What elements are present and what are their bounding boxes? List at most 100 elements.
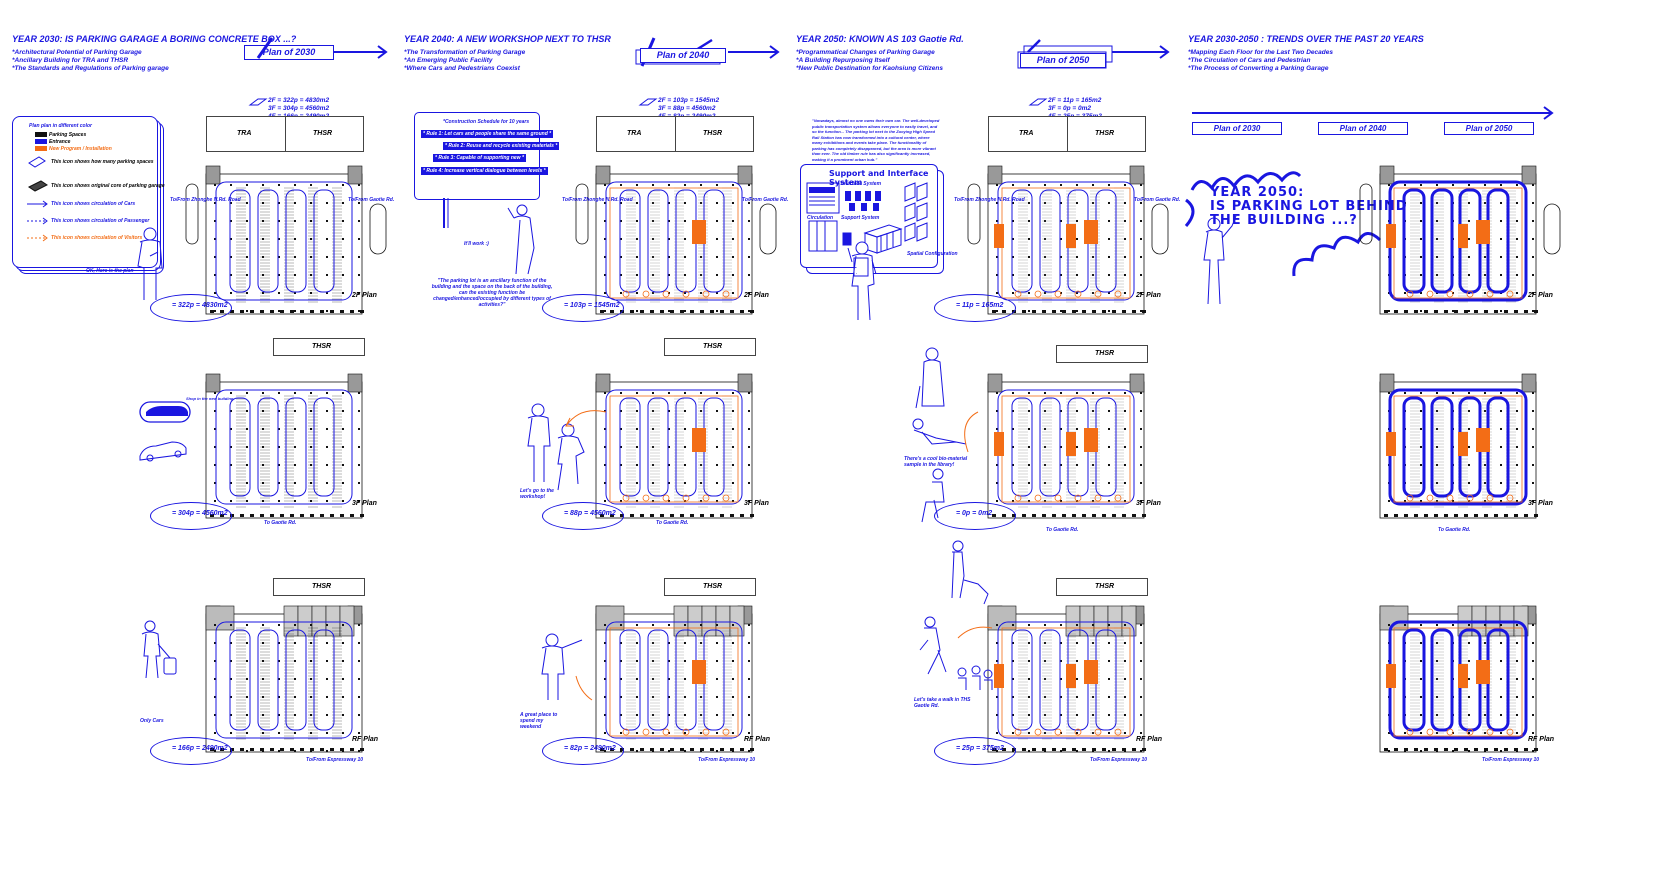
person-luggage-icon [141,620,177,679]
floor-plan-3f-3 [987,373,1146,519]
floor-stat: 2F = 103p = 1545m2 [658,97,720,104]
floor-stat: 3F = 0p = 0m2 [1048,105,1091,112]
legend-swatches-icon [27,132,48,242]
ellipse-stat: = 25p = 375m2 [956,745,1004,752]
caption-only-cars: Only Cars [140,718,164,724]
road-label: To/From Gaotie Rd. [742,197,789,203]
plan-label-3f: 3F Plan [1528,500,1553,507]
bullet: *Where Cars and Pedestrians Coexist [404,65,520,72]
support-sub: Spatial Configuration [907,251,958,257]
plan-label-rf: RF Plan [352,736,379,743]
trend-title-line: THE BUILDING ...? [1210,213,1358,228]
road-label: To Gaotie Rd. [264,520,297,526]
car-caption: Shop in the new building [186,396,234,401]
ellipse-stat: = 304p = 4560m2 [172,510,228,517]
trend-tag-2040: Plan of 2040 [1318,122,1408,135]
people-workshop-icon [527,403,607,491]
road-label: To/From Expressway 10 [1090,757,1148,763]
schedule-rule: * Rule 1: Let cars and people share the … [421,130,554,138]
station-label-thsr: THSR [703,343,723,350]
stat-ellipse [934,294,1016,322]
legend-caption: OK, Here is the plan [86,268,134,274]
header-bullets-2050: *Programmatical Changes of Parking Garag… [796,49,943,73]
floor-plan-rf-1 [205,605,364,753]
ellipse-stat: = 322p = 4830m2 [172,302,228,309]
station-label-thsr: THSR [312,343,332,350]
road-label: To/From Zhonghe N.Rd. Road [562,197,633,203]
support-sub: Interface System [841,181,882,187]
station-box: THSR [273,578,365,596]
road-label: To/From Zhonghe N.Rd. Road [170,197,241,203]
station-label-thsr: THSR [1095,130,1115,137]
ellipse-stat: = 82p = 2490m2 [564,745,616,752]
legend-item: Parking Spaces [49,132,87,138]
support-quote: "Nowadays, almost no one owns their own … [812,118,940,162]
station-label-thsr: THSR [312,583,332,590]
arrow-right-icon [256,37,388,59]
road-label: To Gaotie Rd. [1046,527,1079,533]
station-box: THSR [1056,578,1148,596]
floor-plan-3f-4 [1379,373,1538,519]
schedule-quote: "The parking lot is an ancillary functio… [431,278,553,308]
station-box: THSR [1056,345,1148,363]
header-bullets-trends: *Mapping Each Floor for the Last Two Dec… [1188,49,1333,73]
trend-title-line: YEAR 2050: [1210,185,1305,200]
stat-ellipse [934,502,1016,530]
floor-plan-3f-2 [595,373,754,519]
person-phone-icon [137,227,163,300]
legend-title: Plan plan in different color [29,123,92,129]
schedule-rule: * Rule 4: Increase vertical dialogue bet… [421,167,548,175]
car-icon [139,401,191,462]
station-label-tra: TRA [1019,130,1034,137]
caption-lets-go: Let's go to the workshop! [520,488,554,500]
station-box: THSR [664,338,756,356]
ellipse-stat: = 0p = 0m2 [956,510,993,517]
station-box-2040: TRA THSR [596,116,754,152]
plan-label-rf: RF Plan [1528,736,1555,743]
station-label-tra: TRA [627,130,642,137]
support-board-title: Support and Interface System [829,169,929,187]
floor-stat: 2F = 11p = 165m2 [1048,97,1102,104]
legend-item: This icon shows circulation of Passenger [51,218,150,224]
header-title-2030: YEAR 2030: IS PARKING GARAGE A BORING CO… [12,34,297,44]
road-label: To/From Gaotie Rd. [348,197,395,203]
support-sub: Support System [841,215,880,221]
stat-ellipse [542,294,624,322]
station-label-thsr: THSR [1095,583,1115,590]
tag-plan-2030: Plan of 2030 [244,45,334,60]
plan-label-3f: 3F Plan [1136,500,1161,507]
stat-ellipse [150,502,232,530]
legend-item: This icon shows how many parking spaces [51,159,154,165]
legend-item: New Program / Installation [49,146,112,152]
plan-label-2f: 2F Plan [1136,292,1161,299]
parking-icon [1028,98,1048,106]
bullet: *The Transformation of Parking Garage [404,49,526,56]
ellipse-stat: = 166p = 2490m2 [172,745,228,752]
legend-item: This icon shows circulation of Cars [51,201,136,207]
schedule-caption: It'll work :) [464,241,489,247]
station-box: THSR [664,578,756,596]
floor-plan-2f-2 [575,165,777,315]
people-sitting-icon [912,347,979,523]
road-label: To Gaotie Rd. [656,520,689,526]
header-title-2050: YEAR 2050: KNOWN AS 103 Gaotie Rd. [796,34,964,44]
stat-ellipse [542,502,624,530]
caption-great-place: A great place to spend my weekend [520,712,558,730]
person-backpack-icon [847,241,877,321]
plan-label-2f: 2F Plan [1528,292,1553,299]
station-label-thsr: THSR [703,130,723,137]
floor-plan-rf-4 [1379,605,1538,753]
caption-cool-bio: There's a cool bio-material sample in th… [904,456,968,468]
legend-card: Plan plan in different color Parking Spa… [12,116,165,268]
legend-item: Entrance [49,139,71,145]
floor-stat: 3F = 88p = 4560m2 [658,105,716,112]
stat-ellipse [150,737,232,765]
station-label-thsr: THSR [1095,350,1115,357]
floor-plan-3f-1 [205,373,364,519]
plan-label-3f: 3F Plan [744,500,769,507]
plan-label-2f: 2F Plan [744,292,769,299]
header-title-trends: YEAR 2030-2050 : TRENDS OVER THE PAST 20… [1188,34,1424,44]
plan-label-rf: RF Plan [1136,736,1163,743]
ellipse-stat: = 11p = 165m2 [956,302,1004,309]
road-label: To Gaotie Rd. [1438,527,1471,533]
